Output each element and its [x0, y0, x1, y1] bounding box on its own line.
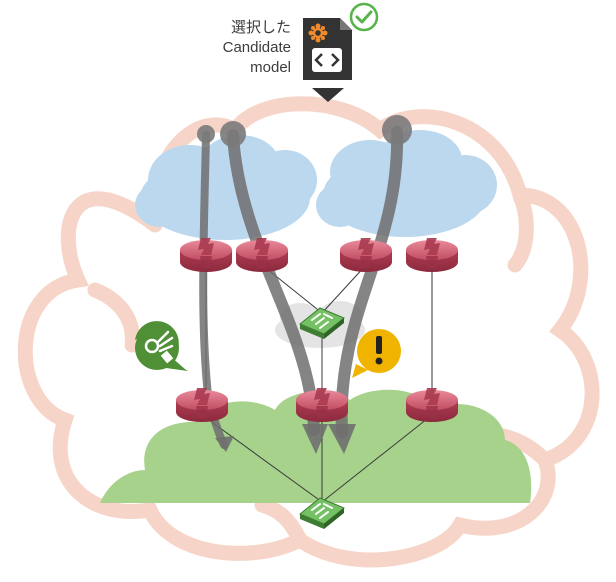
- caption-line-1: 選択した: [230, 19, 291, 36]
- upper-cloud-left: [135, 135, 317, 240]
- router-icon: [236, 238, 288, 272]
- flow-origin-middle: [220, 121, 246, 147]
- flow-origin-right: [382, 115, 412, 145]
- router-icon: [406, 388, 458, 422]
- caption-line-2: Candidate: [222, 39, 291, 56]
- flow-origins: [197, 115, 412, 147]
- switch-icon: [299, 307, 345, 339]
- flow-origin-left: [197, 125, 215, 143]
- switch-icon: [299, 497, 345, 529]
- router-icon: [296, 388, 348, 422]
- upper-cloud-right: [316, 130, 497, 237]
- routers: [176, 238, 458, 422]
- router-icon: [176, 388, 228, 422]
- router-icon: [180, 238, 232, 272]
- flow-arrow-left: [199, 131, 228, 449]
- outer-cloud: [17, 96, 600, 568]
- warning-icon: [352, 329, 401, 378]
- model-file-icon: [303, 18, 352, 80]
- caption-line-3: model: [250, 59, 291, 76]
- switches: [299, 307, 345, 529]
- selected-candidate-caption: 選択した Candidate model: [223, 18, 291, 78]
- flow-arrow-heads: [215, 424, 356, 454]
- checkmark-icon: [349, 2, 379, 32]
- router-icon: [340, 238, 392, 272]
- selection-down-arrow-icon: [312, 88, 344, 102]
- flow-arrow-right: [335, 126, 404, 438]
- ok-hand-icon: [135, 321, 188, 371]
- router-icon: [406, 238, 458, 272]
